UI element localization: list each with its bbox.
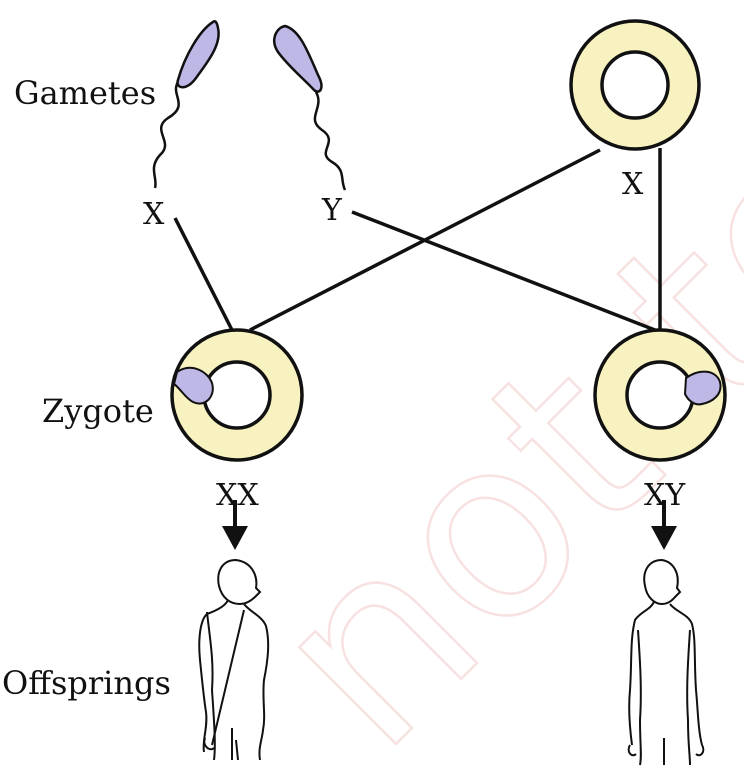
line-x-sperm-to-xx (173, 217, 234, 331)
arrow-down-icon-male (651, 500, 677, 550)
zygote-xx-label: XX (216, 478, 259, 513)
line-y-sperm-to-xy (351, 210, 656, 332)
offsprings-label: Offsprings (2, 664, 171, 702)
sperm-x-icon (152, 20, 220, 189)
egg-x-label: X (622, 167, 644, 202)
cross-lines (173, 148, 662, 332)
gametes-label: Gametes (14, 74, 156, 112)
zygote-xy-label: XY (644, 478, 686, 513)
arrow-down-icon-female (222, 500, 248, 550)
sperm-x-label: X (143, 197, 165, 232)
zygote-xy-icon (593, 328, 727, 462)
zygote-xx-icon (170, 328, 304, 462)
zygote-label: Zygote (42, 392, 154, 430)
egg-icon (569, 19, 701, 151)
sperm-y-label: Y (321, 193, 343, 228)
male-figure-icon (627, 558, 705, 766)
female-figure-icon (198, 558, 270, 761)
sperm-y-icon (273, 24, 347, 191)
